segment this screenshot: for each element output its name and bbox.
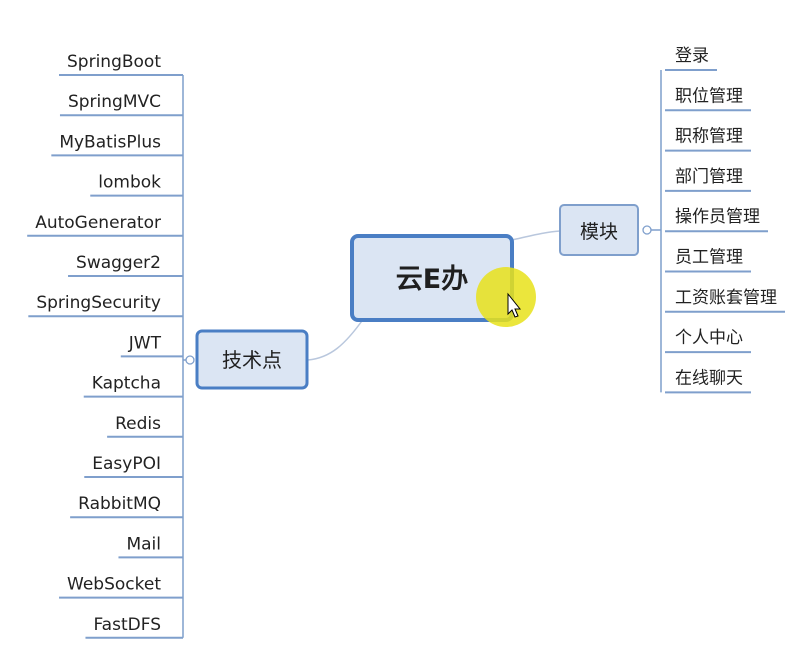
left-leaf-label: SpringBoot — [67, 52, 161, 72]
left-leaf-label: AutoGenerator — [35, 213, 161, 233]
left-leaf-item[interactable]: Swagger2 — [68, 253, 183, 277]
left-leaf-label: JWT — [128, 333, 162, 353]
left-collapse-toggle[interactable] — [185, 355, 195, 365]
left-leaf-label: WebSocket — [67, 575, 161, 595]
right-leaf-item[interactable]: 职称管理 — [665, 127, 751, 152]
left-leaf-item[interactable]: EasyPOI — [84, 454, 184, 479]
right-leaf-label: 职位管理 — [675, 86, 743, 106]
right-leaf-label: 员工管理 — [675, 248, 743, 268]
left-leaf-label: Redis — [115, 414, 161, 434]
left-leaf-item[interactable]: FastDFS — [85, 615, 183, 639]
left-leaf-item[interactable]: Mail — [118, 534, 183, 559]
right-leaf-label: 登录 — [675, 46, 709, 66]
right-branch-label: 模块 — [580, 221, 618, 243]
right-leaf-item[interactable]: 部门管理 — [665, 167, 751, 192]
left-leaf-item[interactable]: Redis — [107, 414, 183, 438]
cursor-highlight — [476, 267, 536, 327]
connector-central-right — [511, 230, 561, 241]
left-leaf-label: RabbitMQ — [78, 494, 161, 514]
left-leaf-item[interactable]: AutoGenerator — [27, 213, 183, 237]
left-leaf-item[interactable]: SpringBoot — [59, 52, 183, 77]
left-leaf-item[interactable]: WebSocket — [59, 575, 183, 599]
left-leaf-item[interactable]: MyBatisPlus — [51, 132, 183, 157]
right-leaf-item[interactable]: 员工管理 — [665, 248, 751, 273]
left-leaf-label: Swagger2 — [76, 253, 161, 273]
left-leaf-label: lombok — [98, 173, 161, 193]
left-leaf-item[interactable]: Kaptcha — [83, 374, 184, 398]
connector-central-left — [307, 317, 365, 361]
left-leaf-label: EasyPOI — [92, 454, 161, 474]
right-leaf-item[interactable]: 操作员管理 — [665, 207, 768, 233]
left-leaf-item[interactable]: RabbitMQ — [70, 494, 183, 519]
right-leaf-item[interactable]: 登录 — [665, 46, 717, 71]
central-node-label: 云E办 — [396, 264, 468, 295]
right-leaf-label: 个人中心 — [675, 328, 743, 348]
right-leaf-item[interactable]: 工资账套管理 — [665, 288, 785, 313]
left-leaf-item[interactable]: JWT — [120, 333, 183, 358]
left-leaf-item[interactable]: SpringSecurity — [28, 293, 183, 318]
right-leaf-item[interactable]: 个人中心 — [665, 328, 751, 354]
left-leaf-label: Kaptcha — [92, 374, 161, 394]
left-branch-label: 技术点 — [222, 348, 282, 372]
right-branch-node[interactable]: 模块 — [559, 204, 639, 256]
left-leaf-label: FastDFS — [93, 615, 161, 635]
left-leaf-label: Mail — [126, 534, 161, 554]
right-leaf-label: 操作员管理 — [675, 207, 760, 227]
left-leaf-item[interactable]: lombok — [90, 173, 183, 197]
right-collapse-toggle[interactable] — [642, 225, 652, 235]
right-leaf-label: 工资账套管理 — [675, 288, 777, 308]
left-branch-node[interactable]: 技术点 — [195, 329, 309, 390]
mouse-pointer-icon — [507, 292, 522, 318]
right-leaf-label: 职称管理 — [675, 127, 743, 147]
right-leaf-item[interactable]: 职位管理 — [665, 86, 751, 112]
right-leaf-label: 在线聊天 — [675, 368, 743, 388]
right-leaf-item[interactable]: 在线聊天 — [665, 368, 751, 394]
right-leaf-label: 部门管理 — [675, 167, 743, 187]
left-leaf-label: MyBatisPlus — [59, 132, 161, 152]
left-leaf-label: SpringSecurity — [36, 293, 161, 313]
left-leaf-label: SpringMVC — [68, 92, 161, 112]
left-leaf-item[interactable]: SpringMVC — [59, 92, 183, 117]
